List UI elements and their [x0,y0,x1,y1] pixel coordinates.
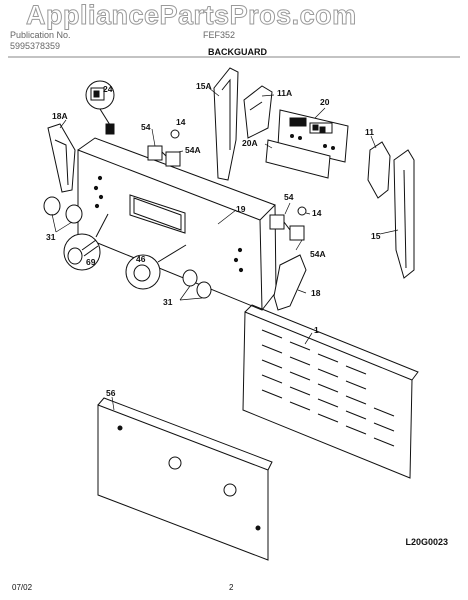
footer-date: 07/02 [12,583,33,592]
publication-label: Publication No. [10,30,71,40]
end-cap-18a [47,123,76,193]
callout-19: 19 [236,204,246,214]
callout-54a-right: 54A [310,249,326,259]
bracket-11 [367,141,391,199]
end-cap-18 [273,254,307,311]
bracket-15a [213,67,239,181]
callout-54-right: 54 [284,192,294,202]
callout-31-left: 31 [46,232,56,242]
overlay-20a [265,139,331,179]
diagram-number: L20G0023 [405,537,448,547]
callout-11: 11 [365,127,374,137]
bottom-panel-56 [97,397,273,561]
publication-number: 5995378359 [10,41,61,51]
knobs-31-left [43,196,83,224]
callout-20a: 20A [242,138,258,148]
footer-page-number: 2 [229,583,234,592]
rear-panel-1 [242,304,419,479]
callout-54a-top: 54A [185,145,201,155]
leader-lines [51,87,399,411]
callout-14-right: 14 [312,208,322,218]
callout-14-top: 14 [176,117,186,127]
callout-15a: 15A [196,81,212,91]
watermark: AppliancePartsPros.com [26,0,357,31]
callout-11a: 11A [277,88,293,98]
callout-46: 46 [136,254,146,264]
section-title: BACKGUARD [208,47,267,57]
callout-31-right: 31 [163,297,173,307]
callout-69: 69 [86,257,96,267]
switch-part-24 [85,80,115,135]
callout-20: 20 [320,97,330,107]
callout-56: 56 [106,388,116,398]
callout-24: 24 [103,84,113,94]
bracket-11a [243,85,273,139]
callout-54-top: 54 [141,122,151,132]
knob-part-69 [63,213,109,271]
callout-15: 15 [371,231,381,241]
relay-54-right [269,206,307,241]
button-part-46 [125,244,187,290]
callout-1: 1 [314,325,319,335]
callout-18a: 18A [52,111,68,121]
model-number: FEF352 [203,30,236,40]
callout-18: 18 [311,288,321,298]
relay-54-top [147,129,181,167]
knobs-31-right [182,269,212,299]
end-trim-15 [393,149,415,279]
